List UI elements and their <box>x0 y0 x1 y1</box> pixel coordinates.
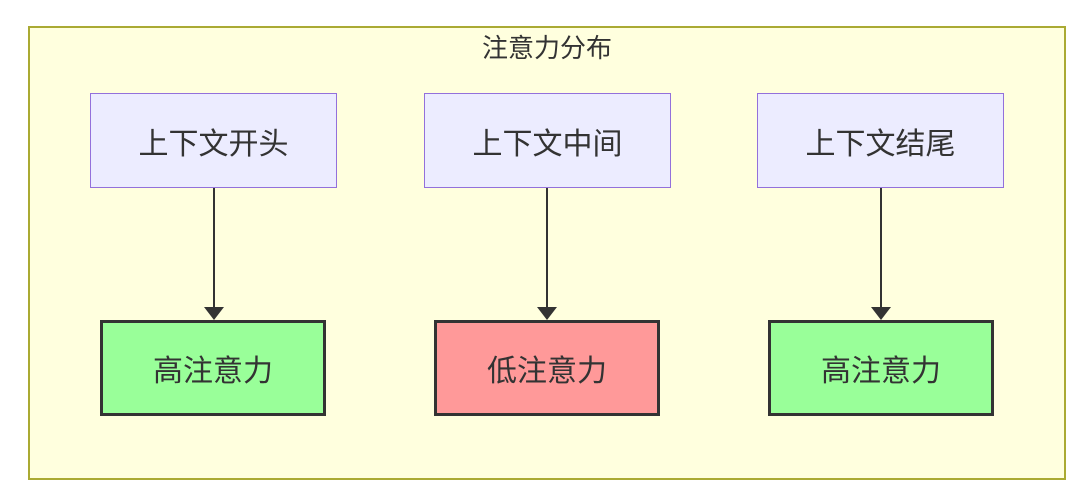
result-node-label: 高注意力 <box>821 354 941 389</box>
result-node-high-attention-1: 高注意力 <box>100 320 326 416</box>
arrow-connector-3 <box>880 188 882 309</box>
source-node-label: 上下文结尾 <box>805 126 956 162</box>
source-node-context-middle: 上下文中间 <box>424 93 671 188</box>
source-node-label: 上下文中间 <box>472 126 623 162</box>
result-node-label: 高注意力 <box>153 354 273 389</box>
arrow-connector-2 <box>546 188 548 309</box>
diagram-title: 注意力分布 <box>481 34 612 64</box>
arrowhead-down-icon <box>204 307 224 320</box>
source-node-context-end: 上下文结尾 <box>757 93 1004 188</box>
arrowhead-down-icon <box>537 307 557 320</box>
arrowhead-down-icon <box>871 307 891 320</box>
diagram-canvas: 注意力分布 上下文开头 高注意力 上下文中间 低注意力 上下文结尾 高注意力 <box>28 26 1066 480</box>
arrow-connector-1 <box>213 188 215 309</box>
source-node-context-start: 上下文开头 <box>90 93 337 188</box>
result-node-label: 低注意力 <box>487 354 607 389</box>
source-node-label: 上下文开头 <box>138 126 289 162</box>
result-node-high-attention-2: 高注意力 <box>768 320 994 416</box>
result-node-low-attention: 低注意力 <box>434 320 660 416</box>
